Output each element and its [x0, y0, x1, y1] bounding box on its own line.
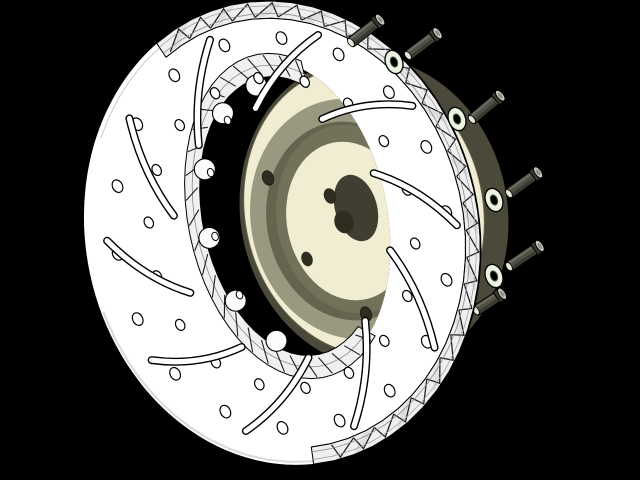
drill-hole — [378, 134, 390, 148]
hat-stud-holes — [301, 188, 354, 267]
drill-hole — [111, 179, 124, 194]
washer — [447, 106, 467, 132]
drill-hole — [383, 383, 396, 398]
bobbin-hole — [211, 231, 219, 241]
drill-hole — [401, 289, 413, 303]
drill-hole — [275, 31, 288, 45]
hat-stud-hole — [323, 188, 337, 204]
drill-hole — [253, 378, 265, 391]
hat-seen-through-opening — [238, 56, 418, 370]
bobbin-hole — [223, 115, 232, 125]
drill-hole — [131, 312, 144, 326]
drill-hole — [378, 334, 390, 348]
bobbin-hole — [206, 168, 215, 178]
drill-hole — [168, 68, 181, 83]
drill-hole — [218, 38, 231, 53]
mounting-bolt — [505, 166, 544, 199]
washer — [484, 187, 504, 213]
rotor-hat — [238, 56, 418, 370]
mounting-bolt — [472, 287, 508, 316]
drill-hole — [209, 87, 221, 100]
disc-drill-holes — [111, 31, 453, 435]
drill-hole — [409, 237, 421, 250]
hardware-behind-disc — [472, 287, 508, 316]
hat-stud-hole — [301, 251, 313, 267]
drill-hole — [253, 71, 264, 85]
drill-hole — [151, 163, 163, 177]
mounting-hardware — [346, 13, 545, 289]
drill-hole — [420, 140, 433, 154]
drill-hole — [299, 75, 311, 88]
drill-hole — [219, 404, 232, 419]
hat-stud-hole — [334, 210, 354, 234]
drill-hole — [174, 318, 186, 332]
drill-hole — [343, 366, 355, 379]
disc-attachment-lobes — [193, 74, 288, 352]
drill-hole — [300, 381, 311, 395]
drill-hole — [276, 421, 289, 435]
attachment-lobe — [224, 289, 247, 312]
bobbin-hole — [235, 290, 244, 300]
hat-flange-hole — [261, 170, 275, 186]
drill-hole — [332, 47, 345, 62]
disc-slots — [103, 31, 461, 435]
brake-disc — [82, 0, 482, 467]
mounting-bolt — [467, 89, 506, 125]
drill-hole — [169, 366, 182, 381]
attachment-lobe — [265, 329, 288, 352]
washer — [484, 263, 504, 289]
mounting-bolt — [505, 239, 545, 272]
washer — [384, 49, 404, 75]
drill-hole — [143, 216, 155, 229]
mounting-bolt — [346, 13, 386, 48]
disc-outer-vent-band — [156, 0, 481, 465]
drill-hole — [333, 413, 346, 428]
mounting-bolt — [403, 27, 443, 61]
drill-hole — [174, 118, 186, 132]
drill-hole — [382, 85, 395, 100]
drill-hole — [440, 272, 453, 287]
